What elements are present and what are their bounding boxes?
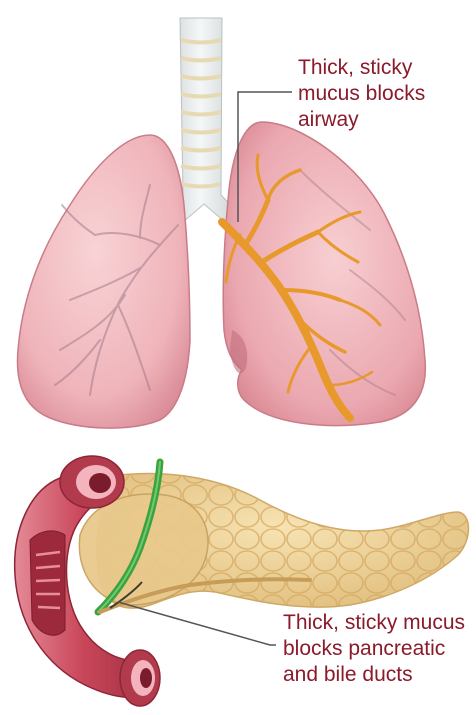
airway-callout-label: Thick, sticky mucus blocks airway	[298, 55, 425, 133]
ducts-label-line-3: and bile ducts	[283, 662, 465, 688]
airway-label-line-1: Thick, sticky	[298, 55, 425, 81]
left-lung	[17, 135, 190, 428]
ducts-label-line-1: Thick, sticky mucus	[283, 610, 465, 636]
ducts-leader-line	[118, 602, 276, 645]
ducts-callout-label: Thick, sticky mucus blocks pancreatic an…	[283, 610, 465, 688]
airway-label-line-2: mucus blocks	[298, 81, 425, 107]
airway-label-line-3: airway	[298, 107, 425, 133]
ducts-label-line-2: blocks pancreatic	[283, 636, 465, 662]
